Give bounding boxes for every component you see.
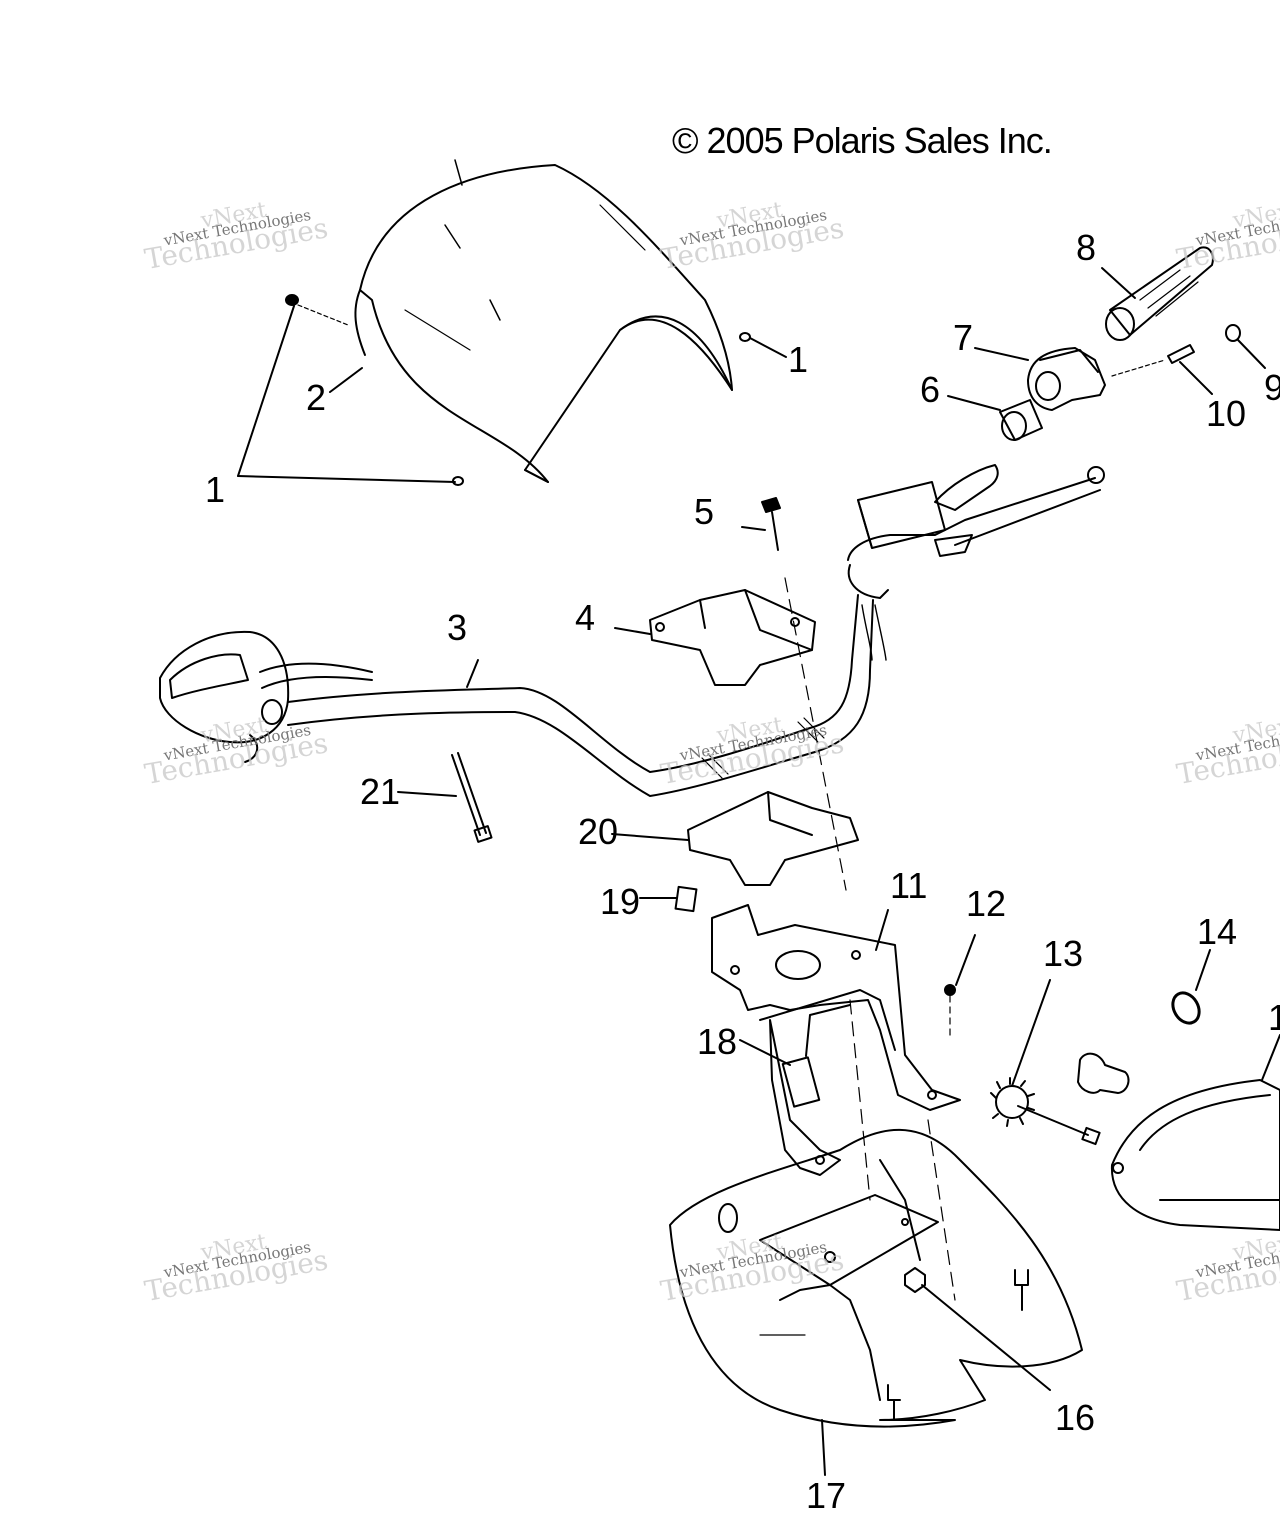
callout-5: 5	[694, 491, 715, 532]
headlight-housing	[1110, 1034, 1280, 1231]
callout-9: 9	[1264, 367, 1280, 408]
handlebar-clamp-upper	[614, 589, 816, 686]
throttle-housing-part-7	[974, 347, 1166, 411]
callout-16: 16	[1055, 1397, 1096, 1438]
callout-20: 20	[578, 811, 619, 852]
callout-21: 21	[360, 771, 401, 812]
callout-13: 13	[1043, 933, 1084, 974]
callout-11: 11	[890, 865, 928, 906]
callout-8: 8	[1076, 227, 1097, 268]
end-cap-part-9	[1225, 324, 1266, 369]
o-ring-part-14	[1171, 949, 1211, 1025]
windshield-cover	[354, 159, 733, 483]
copyright-notice: © 2005 Polaris Sales Inc.	[672, 120, 1053, 161]
callout-3: 3	[447, 607, 468, 648]
callout-19: 19	[600, 881, 641, 922]
callout-14: 14	[1197, 911, 1238, 952]
screw-part-1	[237, 294, 787, 486]
callout-10: 10	[1206, 393, 1247, 434]
screw-part-12	[944, 934, 976, 1041]
clip-nut-part-19	[639, 885, 698, 913]
headlight-bracket	[711, 904, 961, 1201]
headlight-bulb	[1077, 1052, 1130, 1094]
collar-part-6	[947, 395, 1043, 441]
front-cowl	[669, 1128, 1083, 1476]
callout-1-right: 1	[788, 339, 809, 380]
bolt-part-21	[397, 752, 493, 843]
left-switch-housing	[159, 630, 373, 763]
callout-4: 4	[575, 597, 596, 638]
callout-17: 17	[806, 1475, 847, 1516]
nut-part-16	[904, 1119, 1051, 1391]
callout-2: 2	[306, 377, 327, 418]
callout-15: 1	[1268, 997, 1280, 1038]
callout-6: 6	[920, 369, 941, 410]
callout-1-left: 1	[205, 469, 226, 510]
set-screw-part-10	[1167, 344, 1213, 395]
brake-lever-assembly	[847, 464, 1105, 661]
headlight-adjuster	[990, 979, 1101, 1146]
handlebar-clamp-lower	[611, 791, 859, 886]
resistor-part-18	[739, 1004, 851, 1108]
callout-12: 12	[966, 883, 1007, 924]
callout-18: 18	[697, 1021, 738, 1062]
callout-7: 7	[953, 317, 974, 358]
bolt-part-5	[741, 497, 847, 891]
hand-grip-part-8	[1101, 246, 1214, 341]
handlebar	[287, 594, 874, 797]
